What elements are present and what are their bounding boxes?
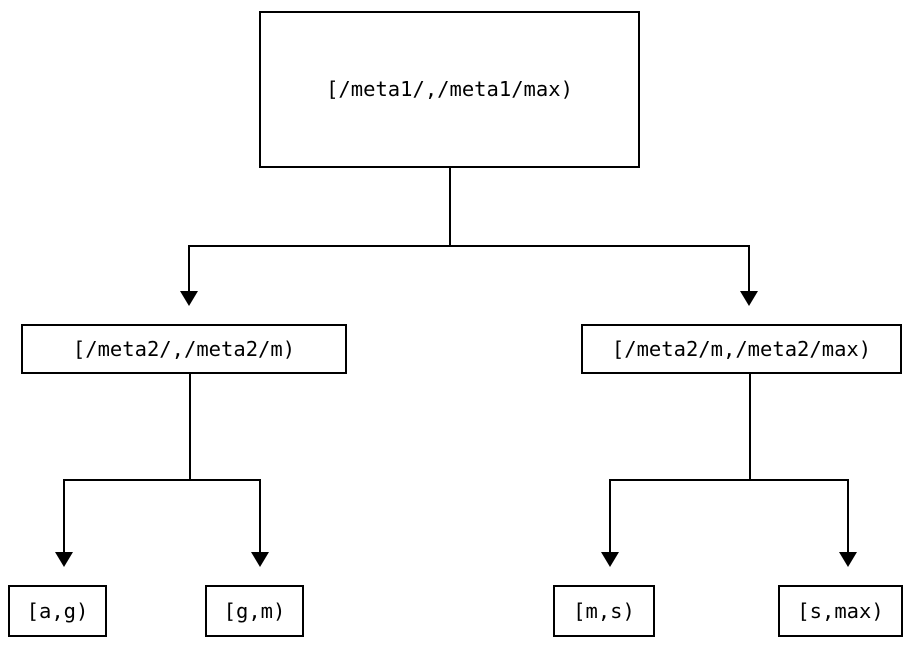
node-leaf-1[interactable]: [a,g): [8, 585, 107, 637]
edge-root-to-mid-left-drop: [188, 245, 190, 292]
edge-root-bus: [188, 245, 750, 247]
node-mid-right[interactable]: [/meta2/m,/meta2/max): [581, 324, 902, 374]
edge-mid-left-to-leaf-2-drop: [259, 479, 261, 553]
edge-mid-right-to-leaf-4-drop: [847, 479, 849, 553]
node-leaf-2-label: [g,m): [223, 598, 286, 623]
node-mid-left[interactable]: [/meta2/,/meta2/m): [21, 324, 347, 374]
edge-mid-left-to-leaf-1-drop: [63, 479, 65, 553]
node-leaf-4-label: [s,max): [797, 598, 884, 623]
arrowhead-root-to-mid-left: [180, 291, 198, 306]
edge-mid-right-stem: [749, 374, 751, 481]
node-leaf-4[interactable]: [s,max): [778, 585, 903, 637]
arrowhead-root-to-mid-right: [740, 291, 758, 306]
node-leaf-2[interactable]: [g,m): [205, 585, 304, 637]
edge-mid-right-bus: [609, 479, 849, 481]
edge-root-stem: [449, 168, 451, 247]
arrowhead-mid-right-to-leaf-3: [601, 552, 619, 567]
edge-root-to-mid-right-drop: [748, 245, 750, 292]
node-root-label: [/meta1/,/meta1/max): [326, 77, 573, 102]
edge-mid-right-to-leaf-3-drop: [609, 479, 611, 553]
arrowhead-mid-left-to-leaf-1: [55, 552, 73, 567]
node-leaf-1-label: [a,g): [26, 598, 89, 623]
edge-mid-left-bus: [63, 479, 261, 481]
edge-mid-left-stem: [189, 374, 191, 481]
arrowhead-mid-right-to-leaf-4: [839, 552, 857, 567]
node-mid-left-label: [/meta2/,/meta2/m): [72, 336, 296, 361]
arrowhead-mid-left-to-leaf-2: [251, 552, 269, 567]
node-leaf-3[interactable]: [m,s): [553, 585, 655, 637]
node-mid-right-label: [/meta2/m,/meta2/max): [611, 336, 872, 361]
node-root[interactable]: [/meta1/,/meta1/max): [259, 11, 640, 168]
node-leaf-3-label: [m,s): [573, 598, 635, 623]
